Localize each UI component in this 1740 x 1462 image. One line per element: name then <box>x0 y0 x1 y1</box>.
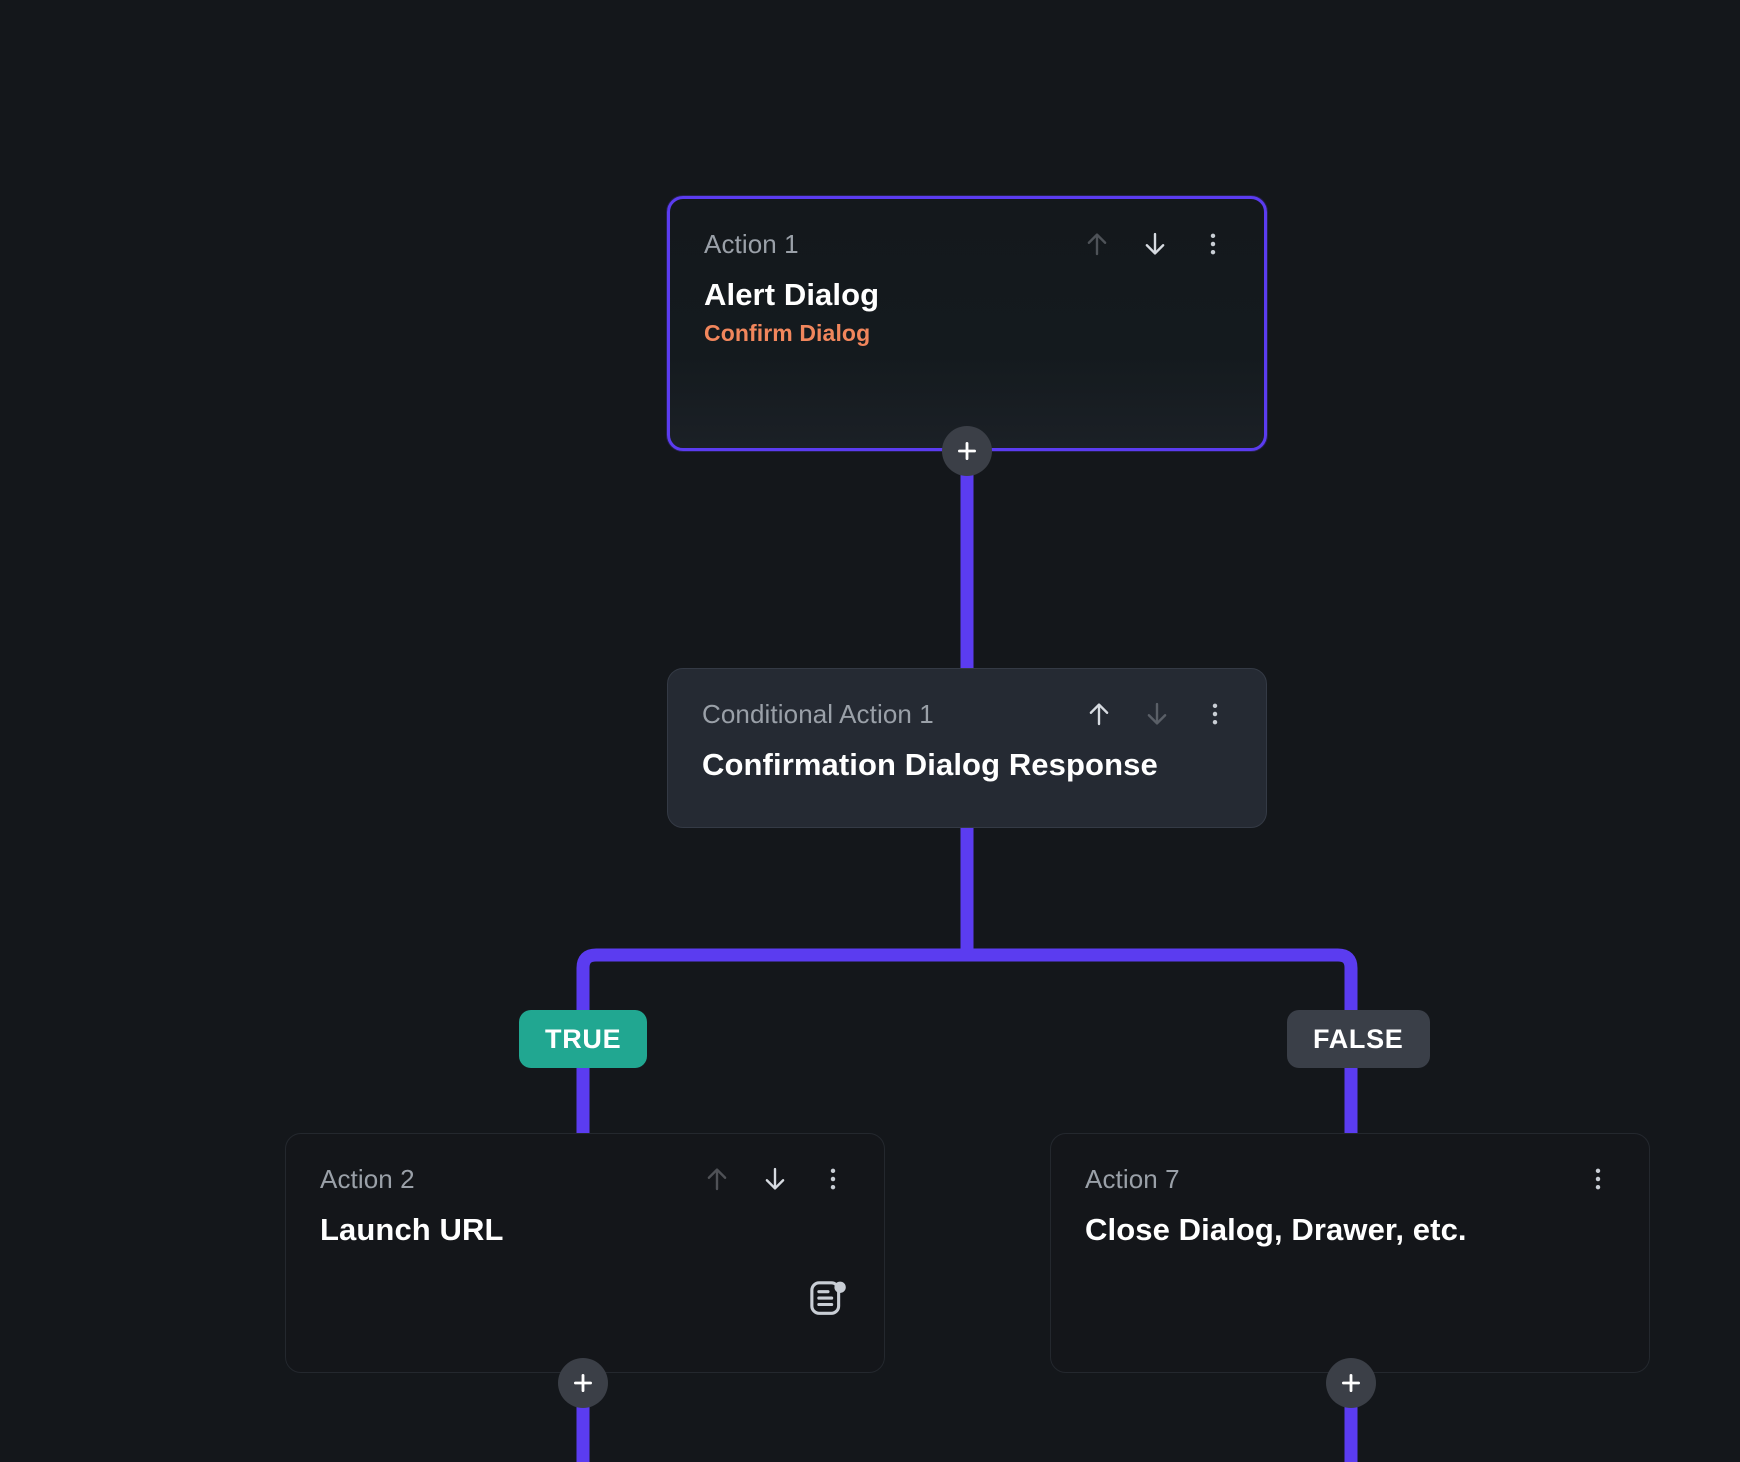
node-title: Launch URL <box>320 1212 504 1247</box>
arrow-up-icon[interactable] <box>1082 697 1116 731</box>
flow-node-action-2[interactable]: Action 2 Launch UR <box>285 1133 885 1373</box>
arrow-down-icon[interactable] <box>1140 697 1174 731</box>
node-label: Conditional Action 1 <box>702 698 934 729</box>
arrow-down-icon[interactable] <box>758 1162 792 1196</box>
node-title: Close Dialog, Drawer, etc. <box>1085 1212 1467 1247</box>
flow-node-action-7[interactable]: Action 7 Close Dialog, Drawer, etc. <box>1050 1133 1650 1373</box>
node-label: Action 2 <box>320 1163 415 1194</box>
node-action-icons <box>700 1162 850 1196</box>
branch-pill-label: FALSE <box>1313 1023 1404 1054</box>
arrow-down-icon[interactable] <box>1138 227 1172 261</box>
add-action-button-after-action-7[interactable] <box>1326 1358 1376 1408</box>
arrow-up-icon[interactable] <box>1080 227 1114 261</box>
flow-node-conditional-action-1[interactable]: Conditional Action 1 <box>667 668 1267 828</box>
node-label: Action 7 <box>1085 1163 1180 1194</box>
branch-pill-true[interactable]: TRUE <box>519 1010 648 1068</box>
flow-node-action-1[interactable]: Action 1 Alert Dia <box>667 196 1267 451</box>
node-header: Conditional Action 1 <box>702 697 1232 731</box>
node-note: Confirm Dialog <box>704 320 871 346</box>
node-header: Action 7 <box>1085 1162 1615 1196</box>
branch-pill-false[interactable]: FALSE <box>1287 1010 1430 1068</box>
more-vertical-icon[interactable] <box>1196 227 1230 261</box>
branch-pill-label: TRUE <box>545 1023 622 1054</box>
node-action-icons <box>1082 697 1232 731</box>
add-action-button-after-action-1[interactable] <box>942 426 992 476</box>
node-action-icons <box>1581 1162 1615 1196</box>
node-action-icons <box>1080 227 1230 261</box>
node-header: Action 2 <box>320 1162 850 1196</box>
more-vertical-icon[interactable] <box>1581 1162 1615 1196</box>
node-header: Action 1 <box>704 227 1230 261</box>
node-title: Confirmation Dialog Response <box>702 747 1158 782</box>
note-badge-icon[interactable] <box>806 1277 850 1326</box>
arrow-up-icon[interactable] <box>700 1162 734 1196</box>
more-vertical-icon[interactable] <box>816 1162 850 1196</box>
more-vertical-icon[interactable] <box>1198 697 1232 731</box>
node-label: Action 1 <box>704 228 799 259</box>
node-title: Alert Dialog <box>704 277 880 312</box>
add-action-button-after-action-2[interactable] <box>558 1358 608 1408</box>
